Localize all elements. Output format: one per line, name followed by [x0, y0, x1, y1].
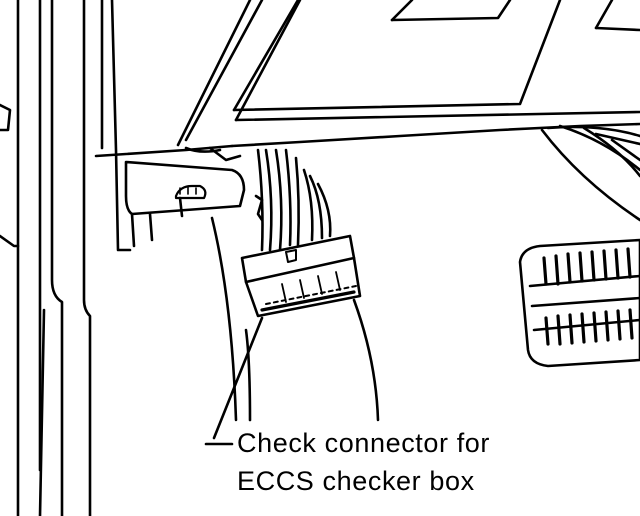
door-pillar	[0, 0, 132, 516]
mounting-bracket	[124, 160, 246, 248]
brake-pedal	[518, 238, 640, 368]
check-connector	[240, 234, 362, 318]
callout-label-line-1: Check connector for	[237, 428, 491, 458]
dashboard-lower-edge	[94, 0, 640, 158]
pedal-assembly	[540, 124, 640, 222]
callout-label-line-2: ECCS checker box	[237, 466, 475, 496]
wiring-harness	[184, 146, 332, 252]
callout-leader	[204, 316, 264, 446]
dash-panel	[232, 0, 640, 112]
kick-panel	[178, 196, 380, 422]
